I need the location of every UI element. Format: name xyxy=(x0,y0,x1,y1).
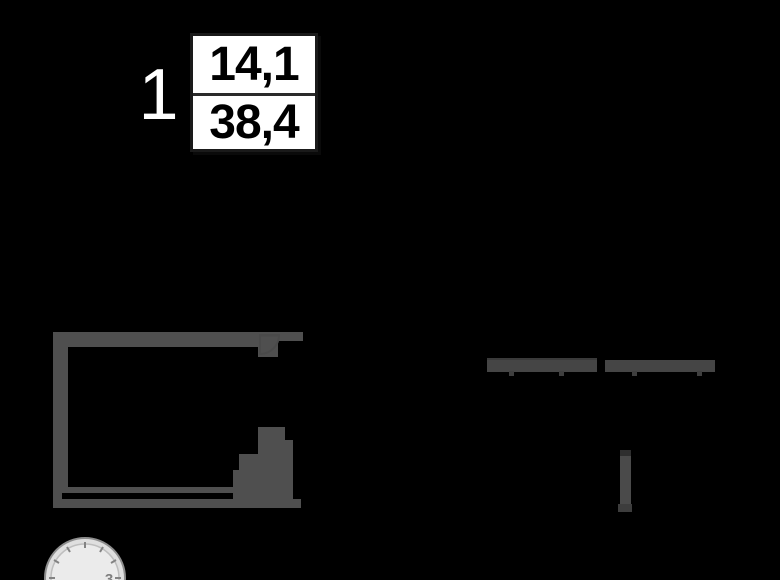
clock-watermark-icon: 3 12 xyxy=(41,534,129,580)
wall-tick xyxy=(632,371,637,376)
wall-inner-top xyxy=(62,341,262,347)
vertical-wall-cap xyxy=(620,450,631,456)
apartment-number: 1 xyxy=(138,55,178,135)
wall-outer-bottom xyxy=(53,499,301,508)
detached-wall-cap-left xyxy=(487,358,597,361)
clock-hour-3: 3 xyxy=(105,571,113,580)
wall-tick xyxy=(559,371,564,376)
total-area-value: 14,1 xyxy=(209,37,299,91)
detached-wall-left xyxy=(487,360,597,372)
wall-outer-top xyxy=(53,332,286,341)
vertical-wall-foot xyxy=(618,504,632,512)
wall-outer-left xyxy=(53,332,62,508)
wall-tick xyxy=(697,371,702,376)
vertical-wall-body xyxy=(620,456,631,506)
detached-wall-right xyxy=(605,360,715,372)
wall-inner-left xyxy=(62,341,68,493)
living-area-value: 38,4 xyxy=(193,92,315,150)
wall-top-stub xyxy=(258,332,303,341)
wall-right-edge xyxy=(285,440,293,508)
vertical-wall-segment xyxy=(618,450,632,512)
wall-right-foot xyxy=(233,470,243,500)
area-box: 14,1 38,4 xyxy=(190,33,318,152)
wall-inner-bottom xyxy=(62,487,250,493)
detached-wall-segment xyxy=(487,358,715,376)
wall-tick xyxy=(509,371,514,376)
wall-right-block xyxy=(258,427,285,499)
wall-right-notch xyxy=(239,454,259,499)
door-swing-icon xyxy=(259,334,283,358)
apartment-outline xyxy=(53,332,303,512)
